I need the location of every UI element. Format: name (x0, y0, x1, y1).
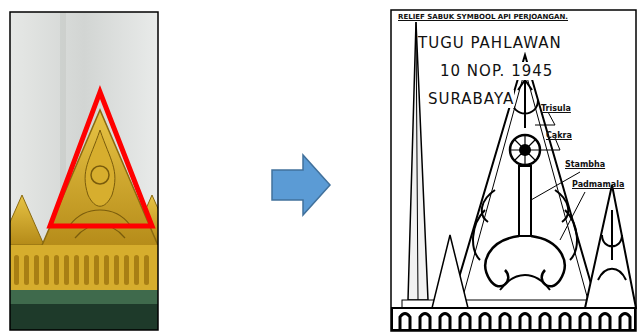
photo-frame (10, 12, 158, 330)
city-label: SURABAYA (428, 90, 514, 108)
part-label: Padmamala (572, 180, 624, 189)
monument-title: TUGU PAHLAWAN (418, 34, 562, 52)
part-label: Stambha (565, 160, 605, 169)
block-arrow (272, 155, 330, 215)
header-label: RELIEF SABUK SYMBOOL API PERJOANGAN. (398, 13, 568, 21)
part-label: Trisula (541, 104, 571, 113)
date-label: 10 NOP. 1945 (440, 62, 553, 80)
highlight-triangle (50, 92, 152, 226)
relief-drawing (391, 10, 636, 331)
ornament-photo (10, 12, 158, 330)
part-label: Cakra (546, 131, 572, 140)
